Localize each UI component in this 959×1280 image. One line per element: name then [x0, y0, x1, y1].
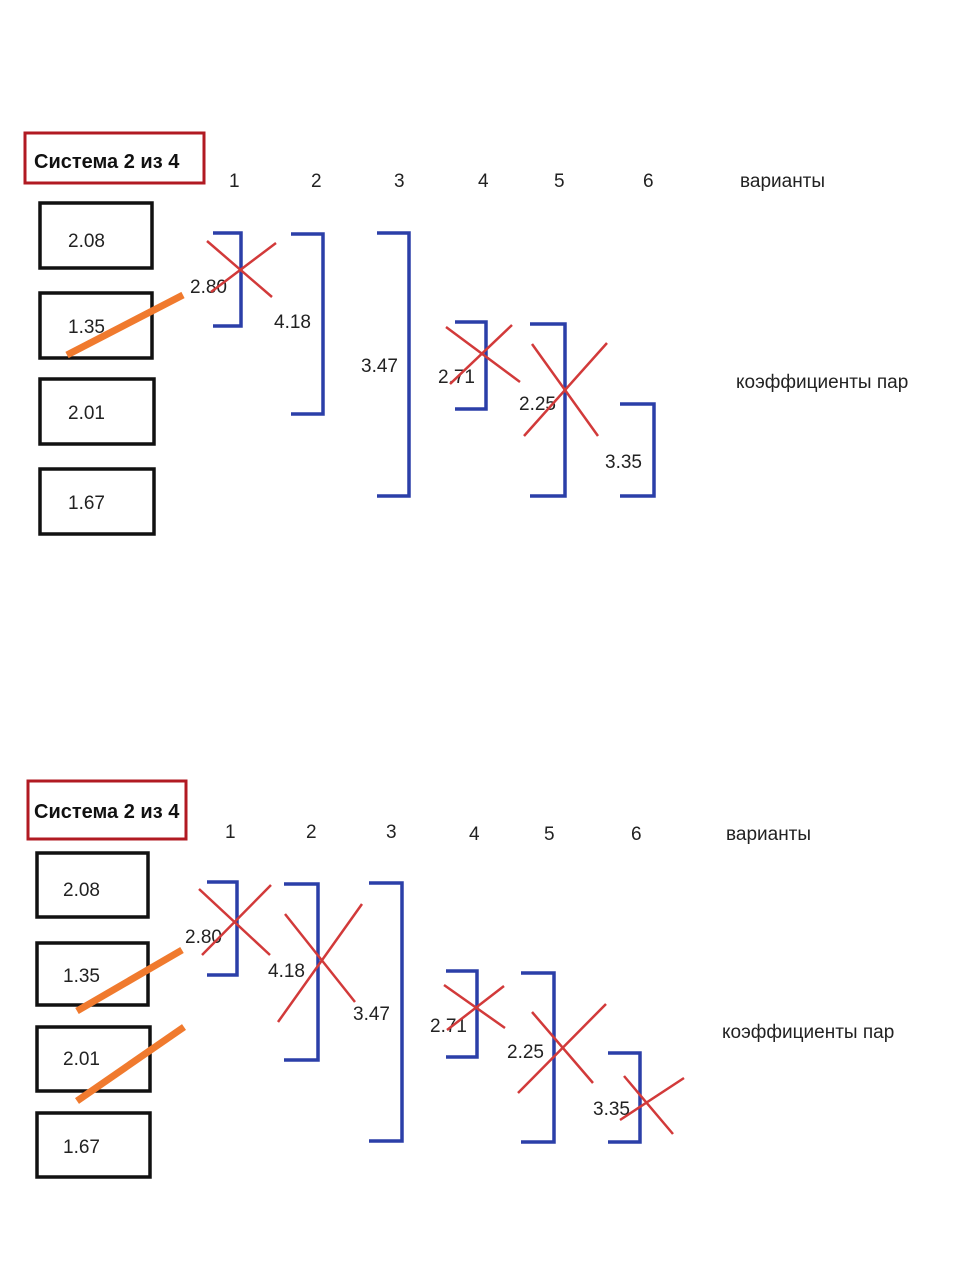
- system-title: Система 2 из 4: [34, 151, 180, 173]
- pair-bracket: [377, 231, 411, 498]
- strike-line: [75, 1024, 186, 1104]
- pair-bracket: [291, 232, 325, 416]
- odd-value: 2.08: [63, 880, 100, 901]
- cross-mark: [619, 1075, 685, 1135]
- variant-number: 1: [225, 822, 236, 843]
- variant-number: 6: [643, 171, 654, 192]
- variants-label: варианты: [726, 824, 811, 845]
- odd-box: [38, 467, 156, 536]
- variant-number: 2: [311, 171, 322, 192]
- strike-line: [65, 291, 185, 359]
- pair-brackets: [213, 231, 656, 498]
- variant-number: 6: [631, 824, 642, 845]
- variant-number: 3: [394, 171, 405, 192]
- title-box: [23, 131, 206, 185]
- crosses: [198, 884, 685, 1135]
- pair-bracket: [455, 320, 488, 411]
- variant-number: 5: [554, 171, 565, 192]
- variant-number: 1: [229, 171, 240, 192]
- pair-value: 3.47: [353, 1004, 390, 1025]
- panel-1: Система 2 из 4 2.08 1.35 2.01 1.67 1 2 3…: [23, 131, 908, 536]
- variant-number: 2: [306, 822, 317, 843]
- panel-2: Система 2 из 4 2.08 1.35 2.01 1.67 1 2 3…: [26, 779, 894, 1179]
- pair-bracket: [608, 1051, 642, 1144]
- strike-lines: [65, 291, 185, 359]
- strike-lines: [75, 946, 186, 1104]
- pair-bracket: [446, 969, 479, 1059]
- pair-value: 2.80: [185, 927, 222, 948]
- crosses: [206, 240, 608, 437]
- variant-number: 5: [544, 824, 555, 845]
- odd-box: [38, 377, 156, 446]
- odd-box: [38, 291, 154, 360]
- pair-bracket: [530, 322, 567, 498]
- cross-mark: [198, 884, 272, 956]
- cross-mark: [443, 983, 506, 1031]
- cross-mark: [523, 342, 608, 437]
- pair-value: 3.35: [605, 452, 642, 473]
- variant-number: 4: [478, 171, 489, 192]
- pair-value: 3.47: [361, 356, 398, 377]
- pair-bracket: [369, 881, 404, 1143]
- pairs-label: коэффициенты пар: [736, 372, 908, 393]
- cross-mark: [206, 240, 277, 298]
- variant-number: 3: [386, 822, 397, 843]
- odd-box: [35, 1111, 152, 1179]
- pair-value: 2.25: [519, 394, 556, 415]
- pair-brackets: [207, 880, 642, 1144]
- pair-bracket: [620, 402, 656, 498]
- odds-list: 2.08 1.35 2.01 1.67: [35, 851, 152, 1179]
- pair-bracket: [213, 231, 243, 328]
- odd-value: 1.67: [63, 1137, 100, 1158]
- variant-numbers: 1 2 3 4 5 6: [225, 822, 642, 845]
- pair-value: 2.25: [507, 1042, 544, 1063]
- pair-value: 4.18: [268, 961, 305, 982]
- odd-value: 1.35: [63, 966, 100, 987]
- cross-mark: [445, 324, 521, 385]
- pair-bracket: [207, 880, 239, 977]
- odd-value: 1.35: [68, 317, 105, 338]
- variants-label: варианты: [740, 171, 825, 192]
- odd-value: 1.67: [68, 493, 105, 514]
- variant-numbers: 1 2 3 4 5 6: [229, 171, 654, 192]
- variant-number: 4: [469, 824, 480, 845]
- system-title: Система 2 из 4: [34, 801, 180, 823]
- cross-mark: [517, 1003, 607, 1094]
- odd-box: [35, 851, 150, 919]
- strike-line: [75, 946, 184, 1015]
- odd-value: 2.01: [63, 1049, 100, 1070]
- odd-value: 2.08: [68, 231, 105, 252]
- odd-box: [38, 201, 154, 270]
- pair-values: 2.80 4.18 3.47 2.71 2.25 3.35: [190, 277, 642, 473]
- pair-bracket: [284, 882, 320, 1062]
- odd-value: 2.01: [68, 403, 105, 424]
- odds-list: 2.08 1.35 2.01 1.67: [38, 201, 156, 536]
- pairs-label: коэффициенты пар: [722, 1022, 894, 1043]
- cross-mark: [276, 903, 364, 1023]
- pair-value: 2.80: [190, 277, 227, 298]
- pair-value: 3.35: [593, 1099, 630, 1120]
- title-box: [26, 779, 188, 841]
- pair-values: 2.80 4.18 3.47 2.71 2.25 3.35: [185, 927, 630, 1120]
- pair-value: 4.18: [274, 312, 311, 333]
